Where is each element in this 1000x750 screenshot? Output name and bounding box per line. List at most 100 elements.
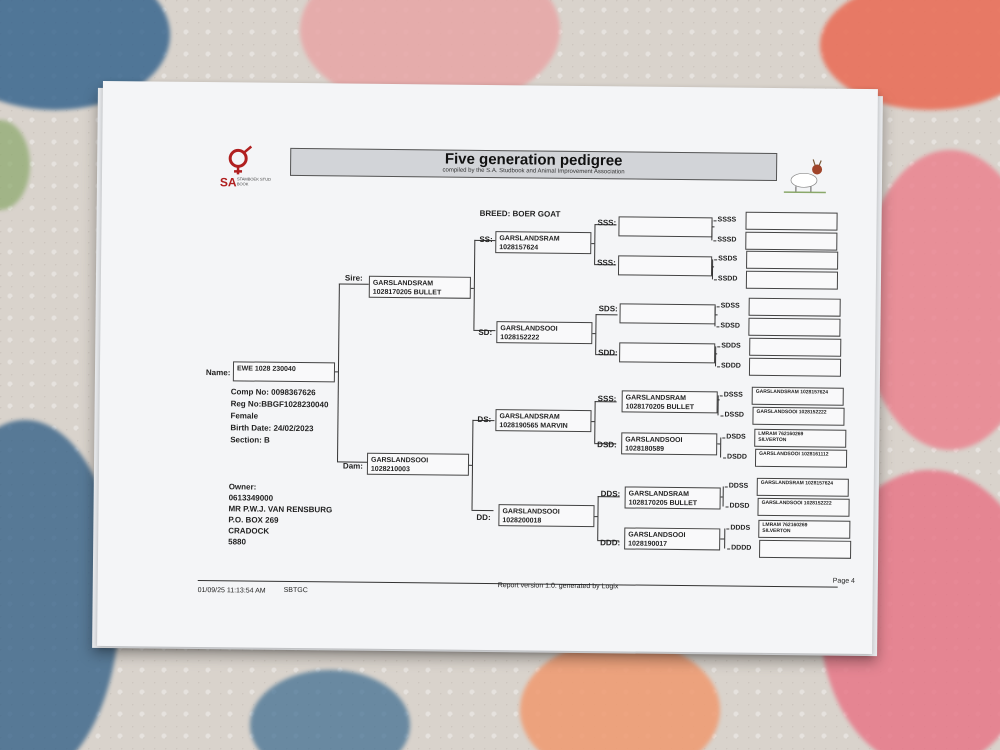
sss-box bbox=[618, 216, 713, 238]
ddd-box: GARSLANDSOOI 1028190017 bbox=[624, 527, 721, 551]
sex: Female bbox=[230, 411, 259, 421]
gen4-box: GARSLANDSRAM 1028157624 bbox=[756, 477, 849, 497]
gen4-box: GARSLANDSOOI 1028161112 bbox=[754, 448, 848, 468]
dds-number: 1028170205 BULLET bbox=[628, 499, 698, 508]
sd-box: GARSLANDSOOI 1028152222 bbox=[496, 321, 593, 345]
gen4-label: DDSS bbox=[728, 482, 749, 490]
sds-box bbox=[619, 303, 716, 325]
owner-line: CRADOCK bbox=[228, 526, 270, 536]
dds-label: DDS: bbox=[600, 489, 621, 499]
gen4-box bbox=[748, 357, 842, 377]
gen4-label: DSSD bbox=[724, 411, 745, 419]
gen4-name bbox=[753, 320, 837, 321]
gen4-box bbox=[759, 539, 852, 559]
gen4-name bbox=[750, 273, 834, 274]
gen4-name bbox=[753, 340, 837, 341]
animal-name-box: EWE 1028 230040 bbox=[232, 361, 336, 383]
sire-number: 1028170205 BULLET bbox=[372, 288, 442, 297]
gen4-label: DSSS bbox=[723, 391, 743, 399]
sss-name bbox=[623, 219, 709, 220]
gen4-name: GARSLANDSRAM 1028157624 bbox=[760, 479, 834, 487]
gen4-label: SSDS bbox=[718, 255, 738, 263]
logo-subtext: STAMBOEK STUD BOOK bbox=[236, 176, 271, 187]
logo-text: SA bbox=[219, 175, 237, 190]
sds-label: SDS: bbox=[598, 304, 618, 314]
sdd-box bbox=[619, 342, 716, 364]
footer-report: Report version 1.0. generated by Logix bbox=[497, 582, 619, 591]
dd-label: DD: bbox=[476, 512, 491, 523]
gen4-box bbox=[745, 270, 839, 290]
dd-box: GARSLANDSOOI 1028200018 bbox=[498, 504, 595, 528]
pedigree-document: SA STAMBOEK STUD BOOK Five generation pe… bbox=[97, 80, 878, 655]
ds-number: 1028190565 MARVIN bbox=[499, 422, 568, 430]
gen4-box bbox=[748, 317, 841, 337]
gen4-name: GARSLANDSOOI 1028152222 bbox=[761, 499, 832, 507]
ds-label: DS: bbox=[477, 414, 492, 425]
dam-box: GARSLANDSOOI 1028210003 bbox=[366, 452, 470, 476]
ddd-label: DDD: bbox=[600, 538, 621, 548]
sds-name bbox=[624, 306, 712, 307]
dds-box: GARSLANDSRAM 1028170205 BULLET bbox=[624, 486, 721, 510]
gen4-box bbox=[745, 211, 838, 231]
ss-number: 1028157624 bbox=[499, 244, 539, 252]
dss-label: SSS: bbox=[597, 394, 617, 404]
gen4-label: SDSD bbox=[720, 322, 740, 330]
gen4-box: GARSLANDSOOI 1028152222 bbox=[757, 497, 850, 517]
ss-label: SS: bbox=[479, 234, 493, 245]
gen4-box bbox=[748, 297, 841, 317]
gen4-label: SDDS bbox=[721, 342, 741, 350]
gen4-name bbox=[750, 214, 834, 215]
gen4-detail bbox=[753, 320, 837, 321]
gen4-label: SDDD bbox=[720, 362, 741, 370]
ds-box: GARSLANDSRAM 1028190565 MARVIN bbox=[495, 409, 592, 433]
gen4-box bbox=[749, 337, 842, 357]
gen4-name bbox=[753, 300, 837, 301]
dss-number: 1028170205 BULLET bbox=[625, 403, 695, 412]
birth-date: Birth Date: 24/02/2023 bbox=[230, 423, 314, 434]
ssd-box bbox=[617, 255, 713, 277]
owner-line: 5880 bbox=[228, 537, 247, 547]
title-bar: Five generation pedigree compiled by the… bbox=[289, 147, 778, 182]
gen4-label: SDSS bbox=[720, 302, 740, 310]
gen4-label: DDDD bbox=[731, 544, 752, 552]
owner-line: P.O. BOX 269 bbox=[228, 515, 279, 525]
sd-label: SD: bbox=[478, 327, 493, 338]
name-label: Name: bbox=[205, 368, 231, 378]
gen4-name bbox=[763, 542, 847, 543]
gen4-detail bbox=[750, 214, 834, 215]
dss-box: GARSLANDSRAM 1028170205 BULLET bbox=[621, 390, 718, 414]
gen4-box bbox=[746, 250, 839, 270]
owner-line: 0613349000 bbox=[228, 493, 274, 503]
gen4-label: DSDS bbox=[726, 433, 746, 441]
dam-number: 1028210003 bbox=[370, 465, 410, 474]
gen4-detail: SILVERTON bbox=[762, 527, 791, 535]
gen4-label: SSDD bbox=[717, 275, 738, 283]
gen4-detail bbox=[753, 360, 837, 361]
boer-goat-icon bbox=[783, 159, 826, 194]
gen4-detail bbox=[749, 234, 833, 235]
sire-box: GARSLANDSRAM 1028170205 BULLET bbox=[368, 275, 471, 299]
breed-label: BREED: BOER GOAT bbox=[479, 208, 561, 219]
sdd-name bbox=[623, 345, 711, 346]
sd-number: 1028152222 bbox=[500, 334, 540, 342]
sire-label: Sire: bbox=[344, 273, 363, 283]
comp-no: Comp No: 0098367626 bbox=[230, 387, 316, 398]
gen4-detail bbox=[750, 253, 834, 254]
gen4-label: SSSD bbox=[717, 236, 737, 244]
gen4-detail bbox=[753, 340, 837, 341]
gen4-detail bbox=[763, 542, 847, 543]
gen4-label: SSSS bbox=[717, 216, 737, 224]
gen4-label: DDSD bbox=[729, 502, 750, 510]
ss-box: GARSLANDSRAM 1028157624 bbox=[495, 231, 592, 255]
gen4-box bbox=[745, 231, 838, 251]
footer-timestamp: 01/09/25 11:13:54 AM bbox=[197, 586, 266, 595]
animal-name: EWE 1028 230040 bbox=[236, 365, 296, 373]
dsd-number: 1028180589 bbox=[625, 445, 665, 453]
gen4-box: GARSLANDSOOI 1028152222 bbox=[752, 406, 845, 426]
ssd-name bbox=[622, 258, 708, 259]
dam-label: Dam: bbox=[342, 461, 364, 471]
dsd-label: DSD: bbox=[597, 440, 617, 450]
gen4-name: GARSLANDSOOI 1028161112 bbox=[759, 450, 829, 458]
gen4-detail: SILVERTON bbox=[758, 436, 787, 444]
